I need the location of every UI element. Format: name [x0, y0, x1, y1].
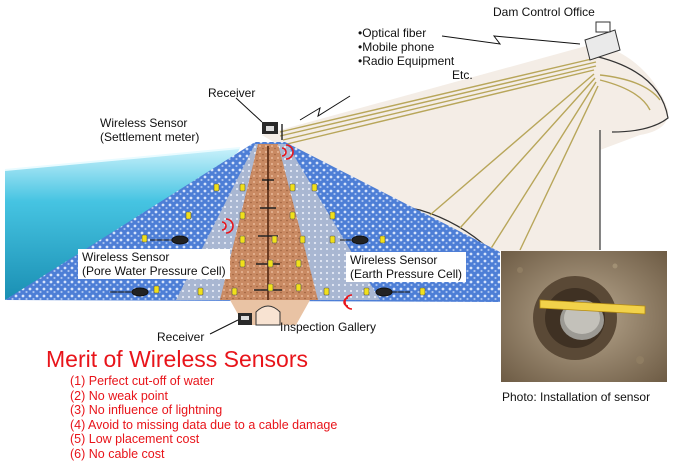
receiver-bottom-icon	[238, 313, 252, 325]
earth-pressure-label-1: Wireless Sensor	[350, 253, 438, 267]
photo-caption: Photo: Installation of sensor	[502, 390, 651, 404]
comm-item-radio-equipment: •Radio Equipment	[358, 54, 455, 68]
merit-item: (6) No cable cost	[70, 446, 165, 461]
pore-water-label-1: Wireless Sensor	[82, 250, 170, 264]
merit-item: (2) No weak point	[70, 388, 168, 403]
pore-water-label-box: Wireless Sensor (Pore Water Pressure Cel…	[78, 249, 230, 279]
merit-list: (1) Perfect cut-off of water (2) No weak…	[70, 374, 337, 462]
etc-label: Etc.	[452, 68, 473, 82]
wireless-signal-icons	[221, 144, 353, 310]
receiver-bottom-label: Receiver	[157, 330, 205, 344]
pore-water-label-2: (Pore Water Pressure Cell)	[82, 264, 226, 278]
comm-item-mobile-phone: •Mobile phone	[358, 40, 435, 54]
cable-lines	[279, 57, 661, 251]
inspection-gallery-label: Inspection Gallery	[280, 320, 377, 334]
sensor-installation-photo	[501, 251, 667, 382]
cabled-sensors	[110, 235, 410, 297]
receiver-top-label: Receiver	[208, 86, 256, 100]
dam-control-office-label: Dam Control Office	[493, 5, 595, 19]
settlement-meter-label-1: Wireless Sensor	[100, 116, 188, 130]
control-office-icon	[584, 21, 621, 61]
receiver-top-icon	[262, 122, 283, 140]
earth-pressure-label-2: (Earth Pressure Cell)	[350, 267, 463, 281]
merit-item: (1) Perfect cut-off of water	[70, 374, 215, 388]
merit-title: Merit of Wireless Sensors	[46, 346, 309, 372]
earth-pressure-label-box: Wireless Sensor (Earth Pressure Cell)	[346, 252, 467, 282]
merit-item: (5) Low placement cost	[70, 432, 200, 447]
label-leaders	[209, 35, 581, 335]
reservoir-water	[5, 148, 240, 300]
merit-item: (3) No influence of lightning	[70, 403, 223, 418]
comm-item-optical-fiber: •Optical fiber	[358, 26, 427, 40]
settlement-meter-label-2: (Settlement meter)	[100, 130, 200, 144]
merit-item: (4) Avoid to missing data due to a cable…	[70, 417, 338, 432]
inspection-gallery	[255, 305, 281, 326]
